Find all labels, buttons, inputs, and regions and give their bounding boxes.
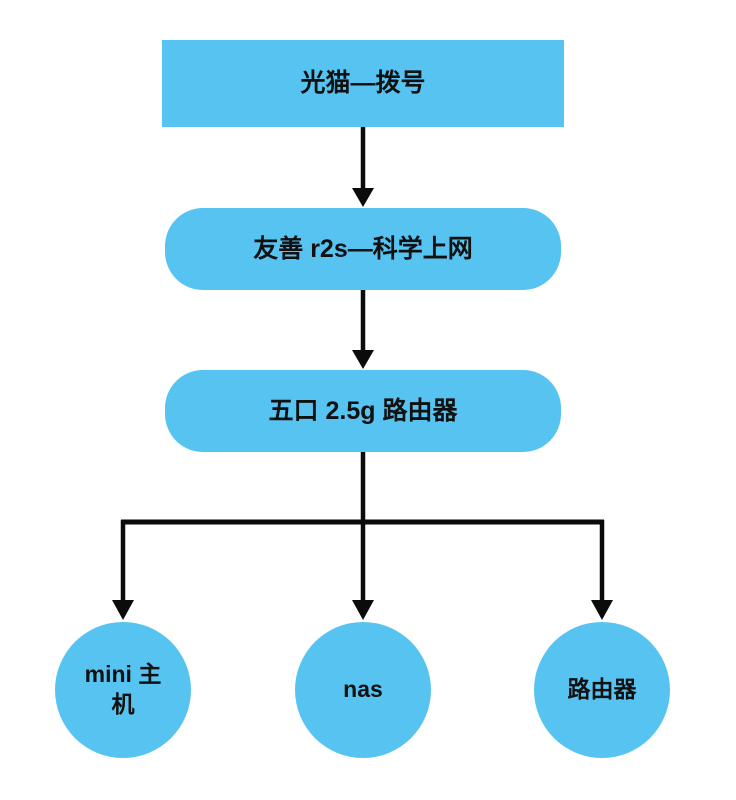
- arrowhead-down-icon: [352, 600, 374, 620]
- node-label: mini 主机: [84, 661, 162, 717]
- arrowhead-down-icon: [352, 350, 374, 369]
- node-r2s: 友善 r2s—科学上网: [165, 208, 561, 290]
- node-label: 光猫—拨号: [300, 69, 426, 98]
- node-label: 路由器: [567, 676, 637, 703]
- node-switch5port: 五口 2.5g 路由器: [165, 370, 561, 452]
- node-label: nas: [343, 676, 383, 703]
- arrowhead-down-icon: [591, 600, 613, 620]
- node-minipc: mini 主机: [55, 622, 191, 758]
- node-router: 路由器: [534, 622, 670, 758]
- node-label: 友善 r2s—科学上网: [253, 234, 473, 263]
- node-label: 五口 2.5g 路由器: [268, 396, 458, 425]
- arrowhead-down-icon: [352, 188, 374, 207]
- arrowhead-down-icon: [112, 600, 134, 620]
- node-nas: nas: [295, 622, 431, 758]
- node-modem: 光猫—拨号: [162, 40, 564, 127]
